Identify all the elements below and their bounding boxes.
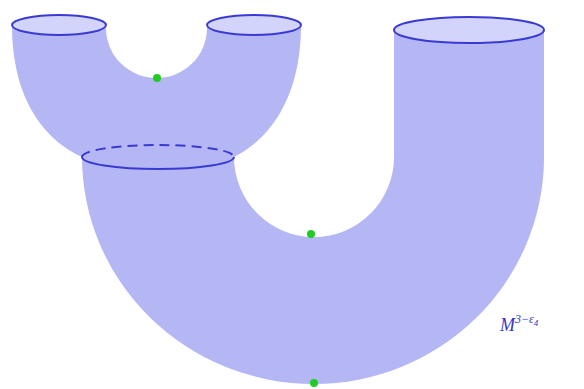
manifold-name: M xyxy=(500,315,515,335)
critical-point xyxy=(307,230,315,238)
small-pants xyxy=(12,25,301,169)
waist-circle-back xyxy=(82,145,234,157)
big-pants xyxy=(82,30,544,384)
critical-point xyxy=(153,74,161,82)
manifold-subscript: 4 xyxy=(534,318,539,328)
manifold-superscript: 3−ε4 xyxy=(515,312,538,326)
boundary-circle xyxy=(394,17,544,43)
critical-point xyxy=(310,379,318,387)
boundary-circle xyxy=(207,15,301,35)
waist-circle-front xyxy=(82,157,234,169)
boundary-circle xyxy=(12,15,106,35)
manifold-label: M3−ε4 xyxy=(500,312,538,336)
